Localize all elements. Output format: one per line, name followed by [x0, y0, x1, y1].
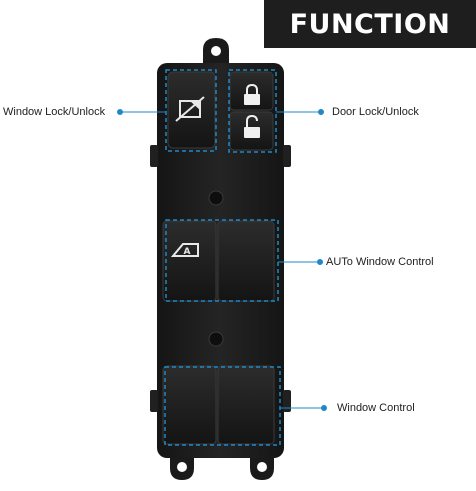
window-control-label: Window Control — [337, 402, 415, 414]
window-lock-label: Window Lock/Unlock — [3, 106, 106, 118]
svg-text:A: A — [184, 247, 191, 257]
window-lock-button[interactable] — [167, 71, 216, 149]
bottom-mount-tab-right — [250, 455, 274, 480]
banner-title: FUNCTION — [289, 8, 451, 40]
panel-screw-lower — [208, 331, 224, 347]
auto-window-callout-dot — [317, 259, 323, 265]
window-lock-icon — [175, 96, 205, 122]
window-control-button-left[interactable] — [162, 365, 217, 445]
padlock-icon — [244, 83, 260, 105]
window-control-callout-dot — [321, 405, 327, 411]
window-lock-highlight — [165, 69, 217, 152]
function-banner: FUNCTION — [264, 0, 476, 48]
door-lock-label: Door Lock/Unlock — [332, 106, 419, 118]
auto-window-icon: A — [170, 243, 199, 257]
bottom-mount-tab-left — [170, 455, 194, 480]
auto-window-button-right[interactable] — [217, 220, 275, 302]
door-lock-highlight — [228, 69, 277, 153]
window-control-highlight — [164, 366, 281, 446]
top-mount-tab — [203, 38, 229, 66]
padlock-open-icon — [244, 114, 260, 138]
window-control-button-right[interactable] — [217, 365, 275, 445]
auto-window-label: AUTo Window Control — [326, 256, 434, 268]
door-lock-callout-dot — [318, 109, 324, 115]
auto-window-button-left[interactable] — [162, 220, 217, 302]
door-lock-button[interactable] — [229, 71, 274, 111]
window-lock-callout-dot — [117, 109, 123, 115]
panel-screw-upper — [208, 190, 224, 206]
auto-window-highlight — [165, 219, 279, 302]
